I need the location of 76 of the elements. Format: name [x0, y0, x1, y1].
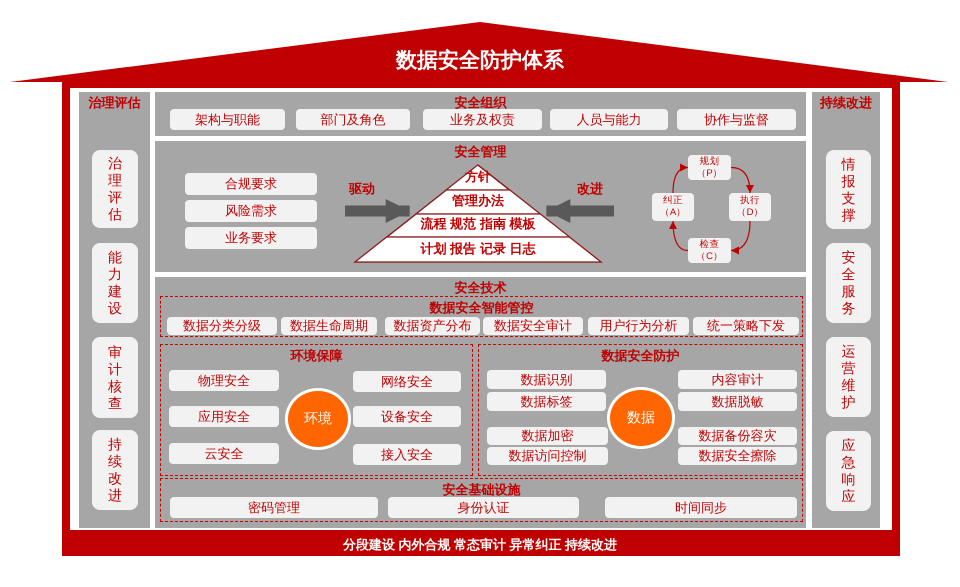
- item-card: 业务要求: [185, 227, 317, 249]
- arrow: [546, 199, 614, 223]
- item-card: 部门及角色: [296, 109, 410, 130]
- pyramid-layer: 管理办法: [416, 190, 540, 214]
- item-card: 安全服务: [826, 243, 871, 323]
- item-card: 数据标签: [487, 392, 606, 411]
- item-card: 时间同步: [605, 497, 797, 518]
- item-card: 情报支撑: [826, 150, 871, 229]
- section-panel: [155, 92, 806, 136]
- arrow: [345, 199, 410, 223]
- item-card: 持续改进: [92, 430, 138, 510]
- item-card: 内容审计: [678, 370, 797, 389]
- arrow: [730, 220, 751, 254]
- item-card: 数据分类分级: [167, 317, 277, 335]
- item-card: 人员与能力: [550, 109, 668, 130]
- section-title: 环境保障: [290, 347, 342, 365]
- item-card: 审计核查: [92, 337, 138, 418]
- title: 数据安全防护体系: [396, 49, 564, 72]
- cycle-step-card: 检查（C）: [688, 238, 731, 263]
- pyramid-layer: 流程 规范 指南 模板: [386, 214, 570, 237]
- edge-label: 改进: [577, 180, 603, 198]
- item-card: 应用安全: [169, 406, 279, 427]
- item-card: 数据脱敏: [678, 392, 797, 411]
- cycle-step-card: 规划（P）: [688, 155, 731, 180]
- item-card: 数据资产分布: [385, 317, 480, 335]
- pyramid-layer: 计划 报告 记录 日志: [355, 237, 601, 262]
- cycle-step-card: 纠正（A）: [652, 193, 694, 221]
- item-card: 运营维护: [826, 337, 871, 417]
- item-card: 能力建设: [92, 243, 138, 323]
- arrow: [672, 164, 688, 194]
- item-card: 风险需求: [185, 200, 317, 222]
- item-card: 应急响应: [826, 431, 871, 511]
- section-panel: [812, 92, 880, 528]
- item-card: 身份认证: [388, 497, 579, 518]
- section-title: 安全组织: [454, 94, 506, 112]
- edge-label: 驱动: [349, 180, 375, 198]
- section-panel: [155, 277, 806, 528]
- core-circle: 数据: [607, 387, 675, 449]
- section-panel: [155, 141, 806, 272]
- item-card: 数据访问控制: [487, 447, 608, 465]
- item-card: 接入安全: [353, 444, 461, 465]
- dashed-group-frame: [160, 344, 473, 476]
- caption: 分段建设 内外合规 常态审计 异常纠正 持续改进: [342, 537, 618, 552]
- item-card: 数据安全审计: [483, 317, 583, 335]
- item-card: 数据生命周期: [281, 317, 377, 335]
- item-card: 物理安全: [169, 370, 279, 391]
- item-card: 数据加密: [487, 427, 608, 445]
- item-card: 数据安全擦除: [678, 447, 797, 465]
- section-title: 持续改进: [820, 94, 872, 112]
- item-card: 治理评估: [92, 150, 138, 228]
- section-title: 数据安全防护: [602, 347, 680, 365]
- section-title: 安全管理: [454, 143, 506, 161]
- item-card: 协作与监督: [677, 109, 796, 130]
- item-card: 统一策略下发: [693, 317, 799, 335]
- dashed-group-frame: [160, 296, 803, 337]
- item-card: 数据识别: [487, 370, 606, 389]
- section-panel: [79, 92, 150, 528]
- section-title: 安全基础设施: [442, 481, 520, 499]
- dashed-group-frame: [478, 344, 803, 476]
- item-card: 合规要求: [185, 173, 317, 195]
- dashed-group-frame: [160, 478, 803, 522]
- section-title: 数据安全智能管控: [430, 299, 534, 317]
- item-card: 用户行为分析: [588, 317, 689, 335]
- section-title: 安全技术: [454, 279, 506, 297]
- item-card: 云安全: [169, 443, 279, 464]
- arrow: [730, 166, 754, 194]
- arrow: [669, 220, 688, 252]
- item-card: 设备安全: [353, 406, 461, 427]
- item-card: 架构与职能: [170, 109, 285, 130]
- item-card: 数据备份容灾: [678, 427, 797, 445]
- cycle-step-card: 执行（D）: [729, 193, 771, 221]
- item-card: 网络安全: [353, 371, 461, 392]
- item-card: 密码管理: [170, 497, 378, 518]
- section-title: 治理评估: [88, 94, 140, 112]
- item-card: 业务及权责: [423, 109, 542, 130]
- core-circle: 环境: [285, 388, 351, 450]
